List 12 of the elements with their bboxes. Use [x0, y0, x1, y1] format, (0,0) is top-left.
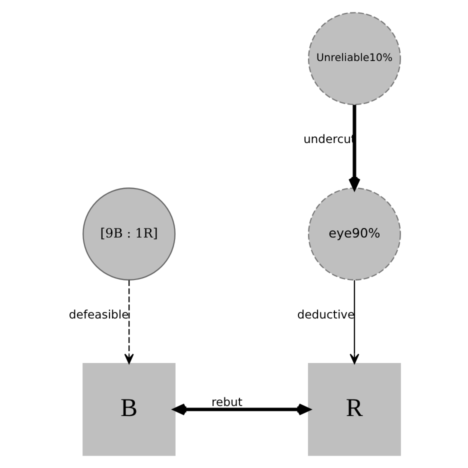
node-box: R: [307, 362, 400, 456]
node-circle: Unreliable10%: [307, 12, 400, 106]
node-box: B: [82, 362, 176, 456]
arrow: [348, 104, 360, 190]
edge-label: rebut: [210, 394, 242, 409]
arrow: [173, 404, 310, 416]
edge-label: defeasible: [68, 307, 128, 322]
arrow: [349, 280, 359, 364]
node-circle: eye90%: [307, 188, 400, 280]
edge-label: deductive: [296, 307, 354, 322]
node-circle: [9B : 1R]: [82, 188, 176, 280]
arrow: [124, 280, 134, 364]
